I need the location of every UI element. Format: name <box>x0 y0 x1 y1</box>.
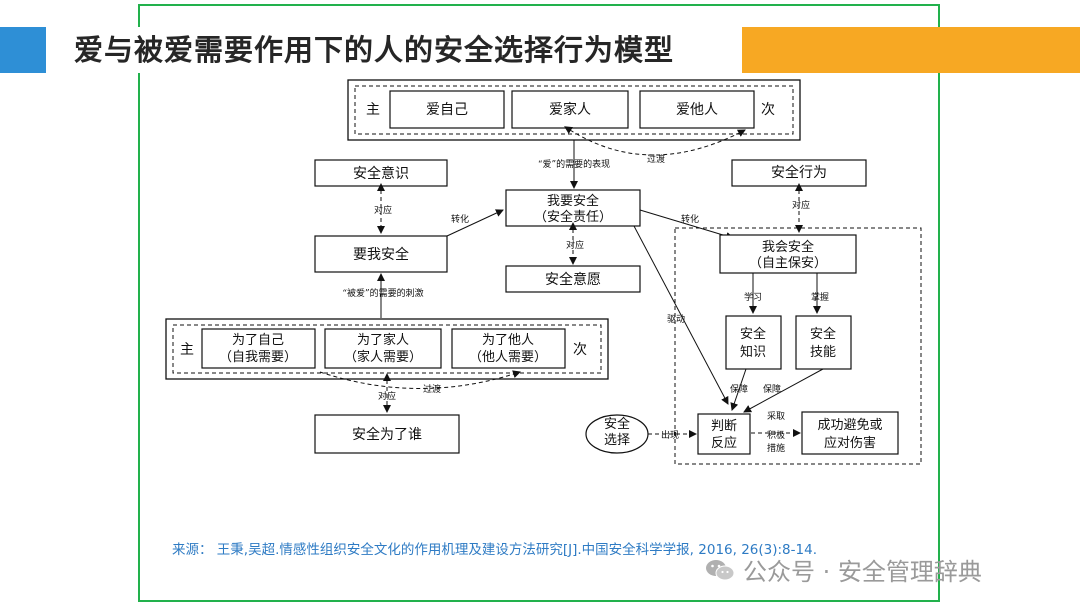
willingness-node: 安全意愿 <box>545 271 601 288</box>
behavior-node: 安全行为 <box>771 164 827 181</box>
transform-arrow-2 <box>639 209 734 240</box>
i-want-safe-line2: （安全责任） <box>534 209 612 225</box>
for-family-line1: 为了家人 <box>357 332 409 348</box>
skills-line2: 技能 <box>810 345 836 360</box>
choice-line2: 选择 <box>604 433 630 448</box>
skills-line1: 安全 <box>810 326 836 342</box>
top-transition-arrow <box>564 126 746 156</box>
correspond-label-2: 对应 <box>566 239 584 251</box>
knowledge-line1: 安全 <box>740 326 766 342</box>
guarantee-label-1: 保障 <box>730 383 748 395</box>
guarantee-label-2: 保障 <box>763 383 781 395</box>
for-self-line2: （自我需要） <box>219 350 297 365</box>
for-others-line2: （他人需要） <box>469 350 547 365</box>
correspond-label-3: 对应 <box>792 199 810 211</box>
title-bar-left-accent <box>0 27 46 73</box>
beloved-need-label: “被爱”的需要的刺激 <box>342 287 423 299</box>
slide-title: 爱与被爱需要作用下的人的安全选择行为模型 <box>74 33 675 67</box>
title-bar-right-accent <box>742 27 1080 73</box>
top-group-primary-label: 主 <box>366 102 380 118</box>
outcome-line1: 成功避免或 <box>817 418 882 433</box>
content-frame <box>138 4 940 602</box>
correspond-label-4: 对应 <box>378 390 396 402</box>
outcome-line2: 应对伤害 <box>824 435 876 451</box>
watermark: 公众号 · 安全管理辞典 <box>705 552 982 587</box>
learn-label: 学习 <box>744 291 762 303</box>
measures-line1: 采取 <box>767 411 785 422</box>
guarantee-arrow-2 <box>743 368 824 413</box>
love-others-node: 爱他人 <box>676 102 718 118</box>
top-love-group: 主 次 爱自己 爱家人 爱他人 <box>347 79 801 141</box>
i-want-safe-line1: 我要安全 <box>547 193 599 209</box>
judge-line2: 反应 <box>711 435 737 451</box>
title-bar-background <box>58 27 718 73</box>
measures-line2: 积极 <box>767 429 785 441</box>
measures-line3: 措施 <box>767 442 785 454</box>
transform-arrow-1 <box>446 209 504 237</box>
bottom-need-group: 主 次 为了自己 （自我需要） 为了家人 （家人需要） 为了他人 （他人需要） <box>165 318 609 380</box>
for-others-line1: 为了他人 <box>482 333 534 348</box>
top-transition-label: 过渡 <box>647 153 665 165</box>
for-family-line2: （家人需要） <box>344 349 422 365</box>
i-can-safe-line1: 我会安全 <box>762 239 814 255</box>
bottom-group-primary-label: 主 <box>180 342 194 358</box>
judge-line1: 判断 <box>711 419 737 434</box>
want-me-safe-node: 要我安全 <box>353 246 409 263</box>
appear-label: 出现 <box>661 429 679 441</box>
drive-arrow <box>633 225 729 405</box>
watermark-text: 公众号 · 安全管理辞典 <box>743 558 982 586</box>
guarantee-arrow-1 <box>730 368 747 411</box>
source-citation: 来源： 王秉,吴超.情感性组织安全文化的作用机理及建设方法研究[J].中国安全科… <box>172 542 817 558</box>
master-label: 掌握 <box>811 291 829 303</box>
love-self-node: 爱自己 <box>426 102 468 118</box>
awareness-node: 安全意识 <box>353 165 409 182</box>
bottom-transition-arrow <box>319 370 521 389</box>
love-family-node: 爱家人 <box>549 101 591 118</box>
knowledge-line2: 知识 <box>740 344 766 360</box>
top-group-secondary-label: 次 <box>761 102 775 118</box>
correspond-label-1: 对应 <box>374 204 392 216</box>
transform-label-1: 转化 <box>451 213 469 225</box>
bottom-group-secondary-label: 次 <box>573 342 587 358</box>
bottom-transition-label: 过渡 <box>423 383 441 395</box>
choice-line1: 安全 <box>604 416 630 432</box>
for-whom-node: 安全为了谁 <box>352 426 422 443</box>
for-self-line1: 为了自己 <box>232 333 284 348</box>
i-can-safe-line2: （自主保安） <box>749 256 827 271</box>
wechat-icon <box>706 559 735 580</box>
drive-label: 驱动 <box>667 314 685 325</box>
transform-label-2: 转化 <box>681 213 699 225</box>
